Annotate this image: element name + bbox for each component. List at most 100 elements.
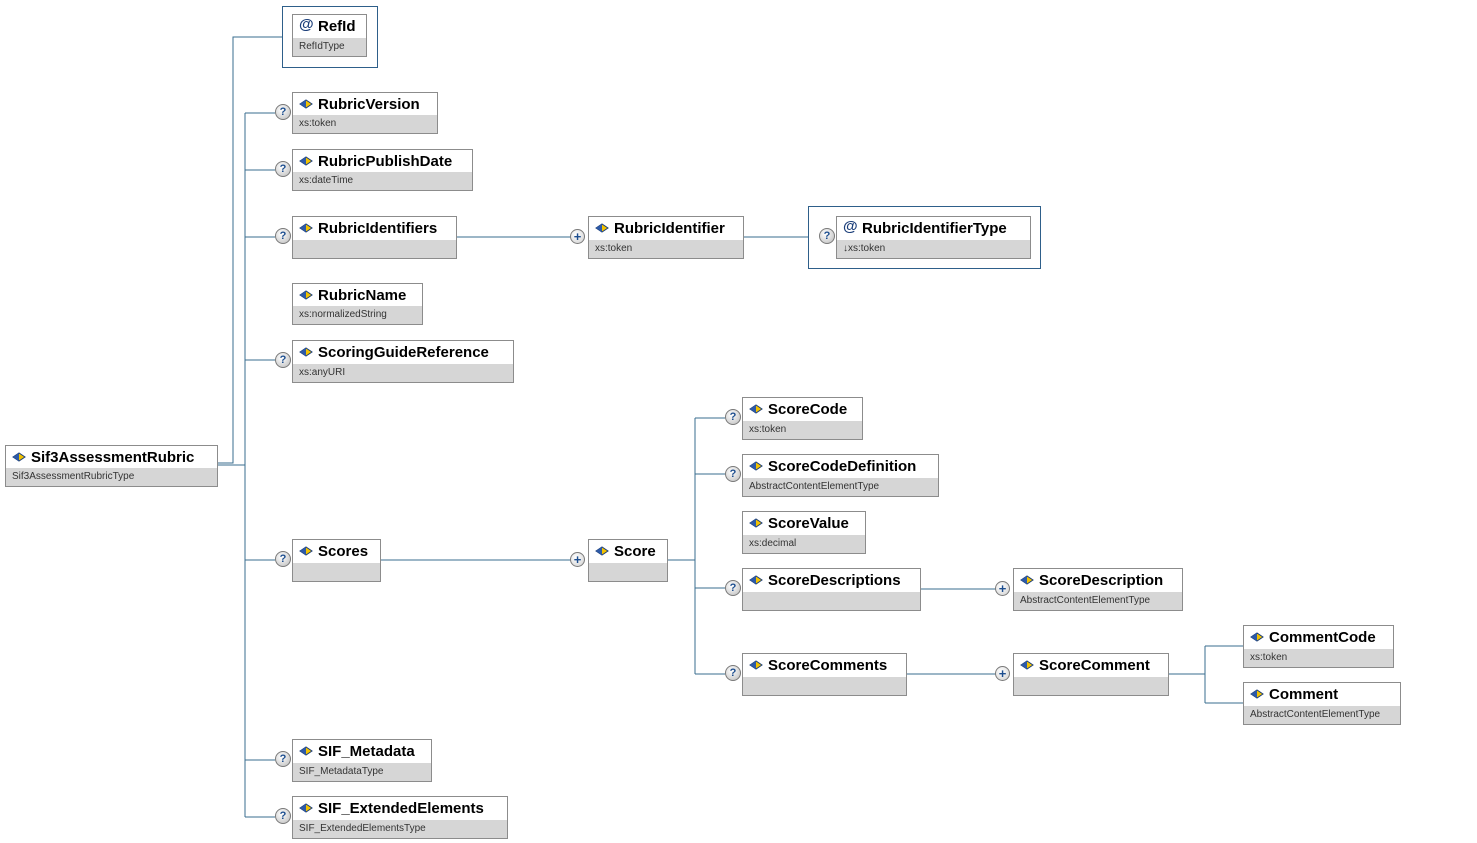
node-name: RubricVersion	[318, 96, 420, 113]
node-header: CommentCode	[1244, 626, 1393, 649]
node-type: xs:token	[293, 115, 437, 133]
node-header: ScoreValue	[743, 512, 865, 535]
comment-code-node[interactable]: CommentCode xs:token	[1243, 625, 1394, 668]
node-name: ScoreCode	[768, 401, 848, 418]
element-diamond-icon	[749, 660, 763, 670]
sif-extended-elements-optional-icon: ?	[275, 808, 291, 824]
wire-root-refid	[218, 36, 282, 464]
node-name: RubricIdentifier	[614, 220, 725, 237]
score-comment-sequence-icon[interactable]: +	[995, 666, 1010, 681]
node-type: xs:token	[743, 421, 862, 439]
node-header: ScoreCode	[743, 398, 862, 421]
node-header: RubricVersion	[293, 93, 437, 116]
node-type: xs:normalizedString	[293, 306, 422, 324]
node-name: Score	[614, 543, 656, 560]
element-diamond-icon	[1250, 689, 1264, 699]
score-descriptions-optional-icon: ?	[725, 580, 741, 596]
sif-metadata-optional-icon: ?	[275, 751, 291, 767]
node-header: ScoreComments	[743, 654, 906, 677]
rubric-identifiers-optional-icon: ?	[275, 228, 291, 244]
score-comments-optional-icon: ?	[725, 665, 741, 681]
scores-node[interactable]: Scores	[292, 539, 381, 582]
rubric-identifier-type-optional-icon: ?	[819, 228, 835, 244]
score-code-node[interactable]: ScoreCode xs:token	[742, 397, 863, 440]
at-sign-icon: @	[843, 218, 858, 235]
node-type: SIF_MetadataType	[293, 763, 431, 781]
node-name: ScoreDescription	[1039, 572, 1164, 589]
node-type	[589, 563, 667, 581]
rubric-identifier-type-node[interactable]: @RubricIdentifierType↓xs:token	[836, 216, 1031, 259]
node-type: Sif3AssessmentRubricType	[6, 468, 217, 486]
node-name: RubricName	[318, 287, 407, 304]
node-name: RubricIdentifiers	[318, 220, 438, 237]
element-diamond-icon	[299, 803, 313, 813]
node-type	[743, 592, 920, 610]
rubric-publish-date-node[interactable]: RubricPublishDate xs:dateTime	[292, 149, 473, 191]
element-diamond-icon	[749, 461, 763, 471]
scoring-guide-reference-optional-icon: ?	[275, 352, 291, 368]
element-diamond-icon	[299, 290, 313, 300]
node-header: @RubricIdentifierType	[837, 217, 1030, 240]
element-diamond-icon	[595, 223, 609, 233]
score-comments-node[interactable]: ScoreComments	[742, 653, 907, 696]
rubric-version-node[interactable]: RubricVersion xs:token	[292, 92, 438, 134]
node-type: RefIdType	[293, 38, 366, 56]
node-name: ScoreCodeDefinition	[768, 458, 917, 475]
element-diamond-icon	[595, 546, 609, 556]
node-type: xs:decimal	[743, 535, 865, 553]
node-name: Scores	[318, 543, 369, 560]
element-diamond-icon	[299, 99, 313, 109]
node-type	[293, 563, 380, 581]
score-sequence-icon[interactable]: +	[570, 552, 585, 567]
rubric-name-node[interactable]: RubricName xs:normalizedString	[292, 283, 423, 325]
element-diamond-icon	[299, 746, 313, 756]
node-header: RubricName	[293, 284, 422, 307]
node-name: CommentCode	[1269, 629, 1376, 646]
node-name: ScoringGuideReference	[318, 344, 489, 361]
element-diamond-icon	[749, 404, 763, 414]
node-header: ScoreDescriptions	[743, 569, 920, 592]
score-node[interactable]: Score	[588, 539, 668, 582]
node-type: SIF_ExtendedElementsType	[293, 820, 507, 838]
node-header: ScoreDescription	[1014, 569, 1182, 592]
at-sign-icon: @	[299, 16, 314, 33]
node-type: AbstractContentElementType	[1244, 706, 1400, 724]
node-header: RubricIdentifiers	[293, 217, 456, 240]
node-type	[1014, 677, 1168, 695]
node-name: RubricIdentifierType	[862, 220, 1007, 237]
node-name: RefId	[318, 18, 356, 35]
score-descriptions-node[interactable]: ScoreDescriptions	[742, 568, 921, 611]
node-header: SIF_ExtendedElements	[293, 797, 507, 820]
rubric-identifiers-node[interactable]: RubricIdentifiers	[292, 216, 457, 259]
node-header: ScoringGuideReference	[293, 341, 513, 364]
score-description-sequence-icon[interactable]: +	[995, 581, 1010, 596]
node-name: Comment	[1269, 686, 1339, 703]
element-diamond-icon	[749, 518, 763, 528]
element-diamond-icon	[1020, 575, 1034, 585]
rubric-identifier-sequence-icon[interactable]: +	[570, 229, 585, 244]
node-name: SIF_ExtendedElements	[318, 800, 484, 817]
node-header: ScoreComment	[1014, 654, 1168, 677]
node-name: ScoreDescriptions	[768, 572, 901, 589]
node-type: xs:token	[1244, 649, 1393, 667]
node-type	[293, 240, 456, 258]
score-comment-node[interactable]: ScoreComment	[1013, 653, 1169, 696]
score-code-optional-icon: ?	[725, 409, 741, 425]
node-type: xs:dateTime	[293, 172, 472, 190]
element-diamond-icon	[749, 575, 763, 585]
rubric-version-optional-icon: ?	[275, 104, 291, 120]
node-header: RubricIdentifier	[589, 217, 743, 240]
node-name: RubricPublishDate	[318, 153, 453, 170]
